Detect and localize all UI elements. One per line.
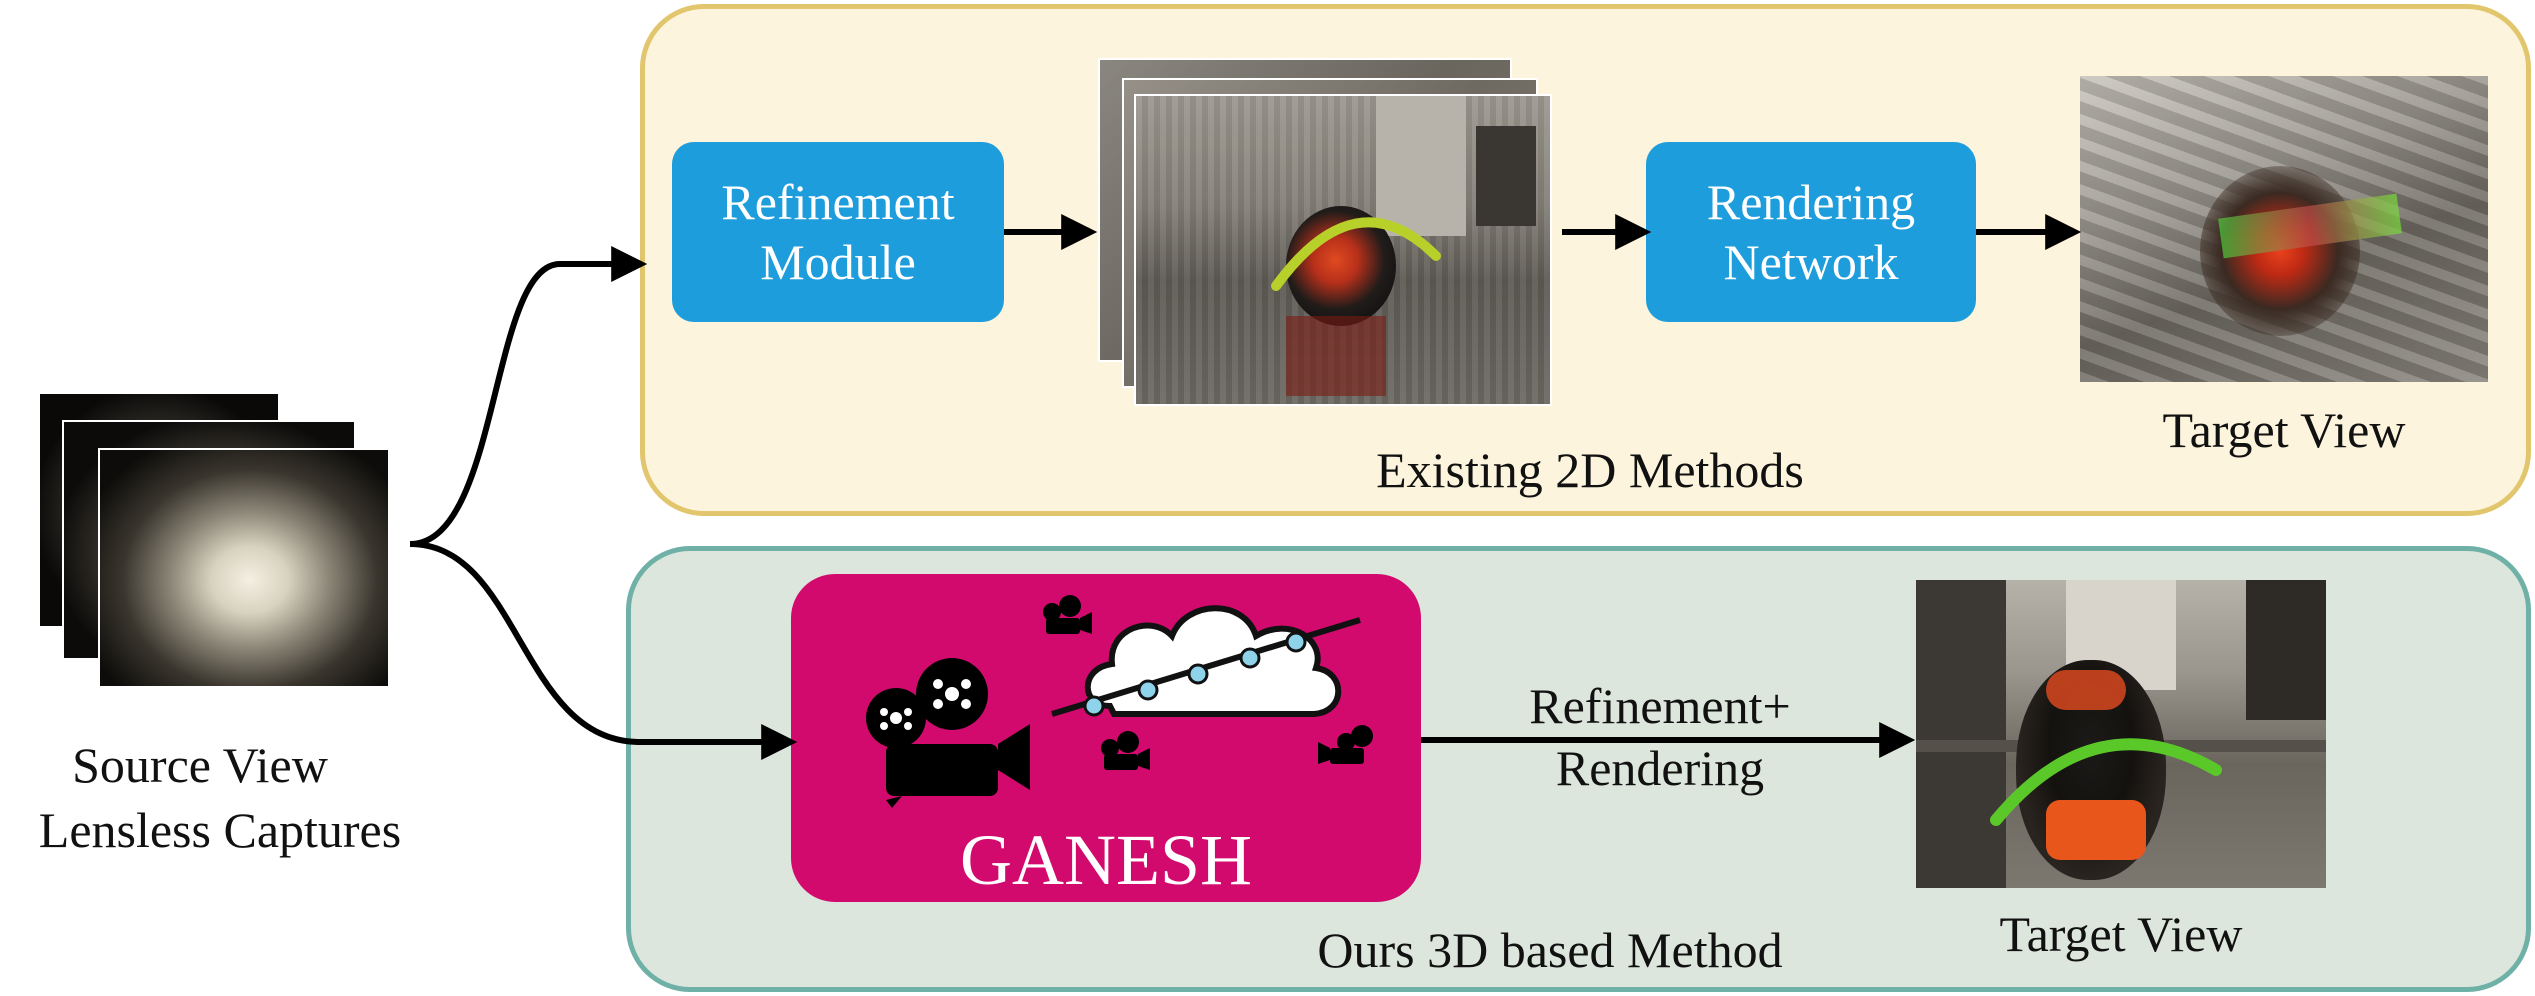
refined-image-front[interactable]	[1134, 94, 1552, 406]
refinement-module-box: Refinement Module	[672, 142, 1004, 322]
lensless-captures-label: Lensless Captures	[38, 802, 402, 858]
bottom-target-arc	[1990, 738, 2222, 826]
existing-2d-methods-caption: Existing 2D Methods	[1376, 442, 1804, 498]
small-camera-icon-bottom-right	[1318, 725, 1373, 764]
gaussian-cloud-icon	[1084, 605, 1342, 717]
branch-arrow-top	[409, 246, 648, 547]
camera-pose-dots	[1083, 631, 1307, 717]
top-target-view-label: Target View	[2162, 402, 2406, 458]
rendering-label: Rendering	[1555, 740, 1765, 796]
small-camera-icon-top	[1043, 595, 1092, 634]
small-camera-icon-bottom-left	[1101, 731, 1150, 770]
rendering-network-label: Rendering Network	[1706, 174, 1916, 290]
rendering-network-box: Rendering Network	[1646, 142, 1976, 322]
refined-image-arc	[1271, 217, 1441, 291]
lensless-capture-front[interactable]	[98, 448, 390, 688]
branch-arrow-bottom	[409, 541, 798, 760]
refinement-plus-label: Refinement+	[1529, 678, 1791, 734]
top-target-view-image[interactable]	[2080, 76, 2488, 382]
ganesh-label: GANESH	[959, 820, 1252, 900]
refinement-module-label: Refinement Module	[721, 174, 955, 290]
camera-trajectory-line	[1051, 617, 1361, 717]
large-camera-icon	[866, 658, 1030, 808]
bottom-target-view-image[interactable]	[1916, 580, 2326, 888]
source-view-label: Source View	[72, 737, 328, 793]
bottom-target-view-label: Target View	[1999, 906, 2243, 962]
ours-3d-caption: Ours 3D based Method	[1317, 922, 1783, 978]
